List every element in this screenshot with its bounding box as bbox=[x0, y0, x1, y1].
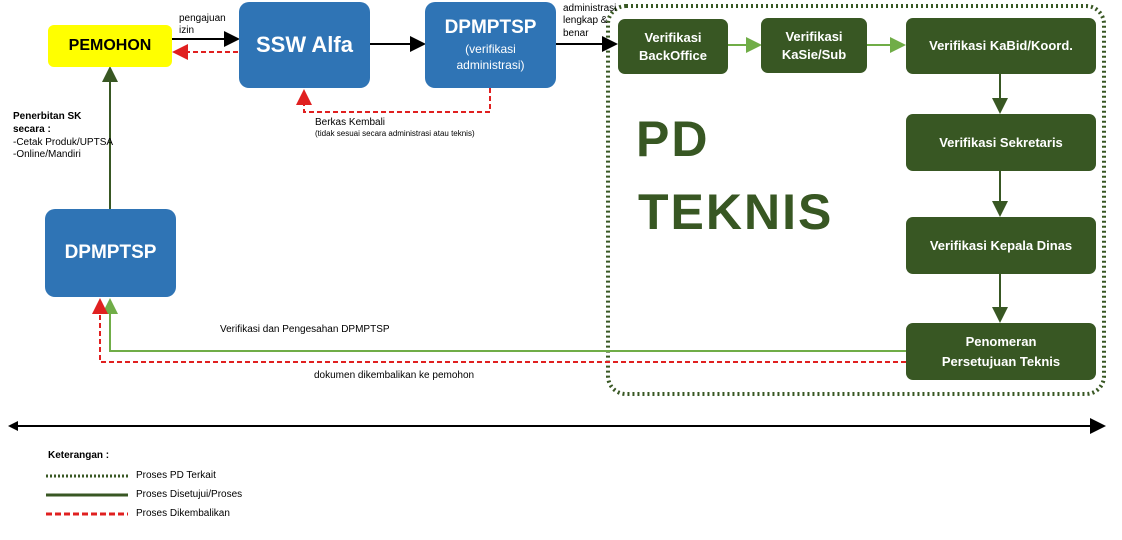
penerbitan-line3: -Cetak Produk/UPTSA bbox=[13, 137, 114, 148]
verifikasi-sekretaris-box: Verifikasi Sekretaris bbox=[906, 114, 1096, 171]
legend-title: Keterangan : bbox=[48, 450, 110, 461]
verifikasi-backoffice-box: Verifikasi BackOffice bbox=[618, 19, 728, 74]
pd-teknis-container bbox=[606, 4, 1106, 396]
arrow-berkas-kembali bbox=[296, 88, 491, 113]
ssw-alfa-label: SSW Alfa bbox=[256, 32, 353, 57]
legend-item-disetujui: Proses Disetujui/Proses bbox=[136, 489, 243, 500]
legend-item-dikembalikan: Proses Dikembalikan bbox=[136, 508, 230, 519]
pengajuan-label-line1: pengajuan bbox=[179, 13, 226, 24]
penomeran-box: Penomeran Persetujuan Teknis bbox=[906, 323, 1096, 380]
dpmptsp-verifikasi-title: DPMPTSP bbox=[444, 17, 537, 38]
penerbitan-line2: secara : bbox=[13, 124, 51, 135]
dpmptsp-verifikasi-box: DPMPTSP (verifikasi administrasi) bbox=[425, 2, 556, 88]
pemohon-box: PEMOHON bbox=[48, 25, 172, 67]
pengajuan-label-line2: izin bbox=[179, 25, 195, 36]
legend-item-pd-terkait: Proses PD Terkait bbox=[136, 470, 216, 481]
berkas-kembali-note: (tidak sesuai secara administrasi atau t… bbox=[315, 129, 475, 138]
pd-label: PD bbox=[636, 111, 710, 167]
dpmptsp-left-label: DPMPTSP bbox=[64, 242, 157, 263]
penerbitan-line1: Penerbitan SK bbox=[13, 111, 82, 122]
verifikasi-backoffice-line1: Verifikasi bbox=[644, 29, 702, 45]
teknis-label: TEKNIS bbox=[638, 184, 834, 240]
verifikasi-pengesahan-label: Verifikasi dan Pengesahan DPMPTSP bbox=[220, 324, 390, 335]
verifikasi-kepala-dinas-label: Verifikasi Kepala Dinas bbox=[929, 237, 1073, 253]
ssw-alfa-box: SSW Alfa bbox=[239, 2, 370, 88]
administrasi-label-line1: administrasi bbox=[563, 3, 617, 14]
verifikasi-kabid-box: Verifikasi KaBid/Koord. bbox=[906, 18, 1096, 74]
verifikasi-sekretaris-label: Verifikasi Sekretaris bbox=[939, 134, 1063, 150]
penomeran-line1: Penomeran bbox=[965, 333, 1037, 349]
berkas-kembali-label: Berkas Kembali bbox=[315, 117, 386, 128]
verifikasi-kepala-dinas-box: Verifikasi Kepala Dinas bbox=[906, 217, 1096, 274]
dokumen-dikembalikan-label: dokumen dikembalikan ke pemohon bbox=[314, 370, 475, 381]
pemohon-label: PEMOHON bbox=[68, 37, 152, 54]
verifikasi-kasie-line2: KaSie/Sub bbox=[781, 46, 847, 62]
verifikasi-kabid-label: Verifikasi KaBid/Koord. bbox=[929, 38, 1073, 53]
administrasi-label-line2: lengkap & bbox=[563, 15, 608, 26]
administrasi-label-line3: benar bbox=[563, 28, 589, 39]
penomeran-line2: Persetujuan Teknis bbox=[941, 353, 1061, 369]
penerbitan-line4: -Online/Mandiri bbox=[13, 149, 81, 160]
dpmptsp-left-box: DPMPTSP bbox=[45, 209, 176, 297]
dpmptsp-verifikasi-sub: (verifikasi administrasi) bbox=[456, 42, 525, 72]
verifikasi-backoffice-line2: BackOffice bbox=[639, 47, 707, 63]
verifikasi-kasie-box: Verifikasi KaSie/Sub bbox=[761, 18, 867, 73]
verifikasi-kasie-line1: Verifikasi bbox=[785, 28, 843, 44]
arrow-dokumen-dikembalikan bbox=[92, 298, 906, 363]
arrow-penomeran-dpmptsp bbox=[102, 298, 906, 352]
